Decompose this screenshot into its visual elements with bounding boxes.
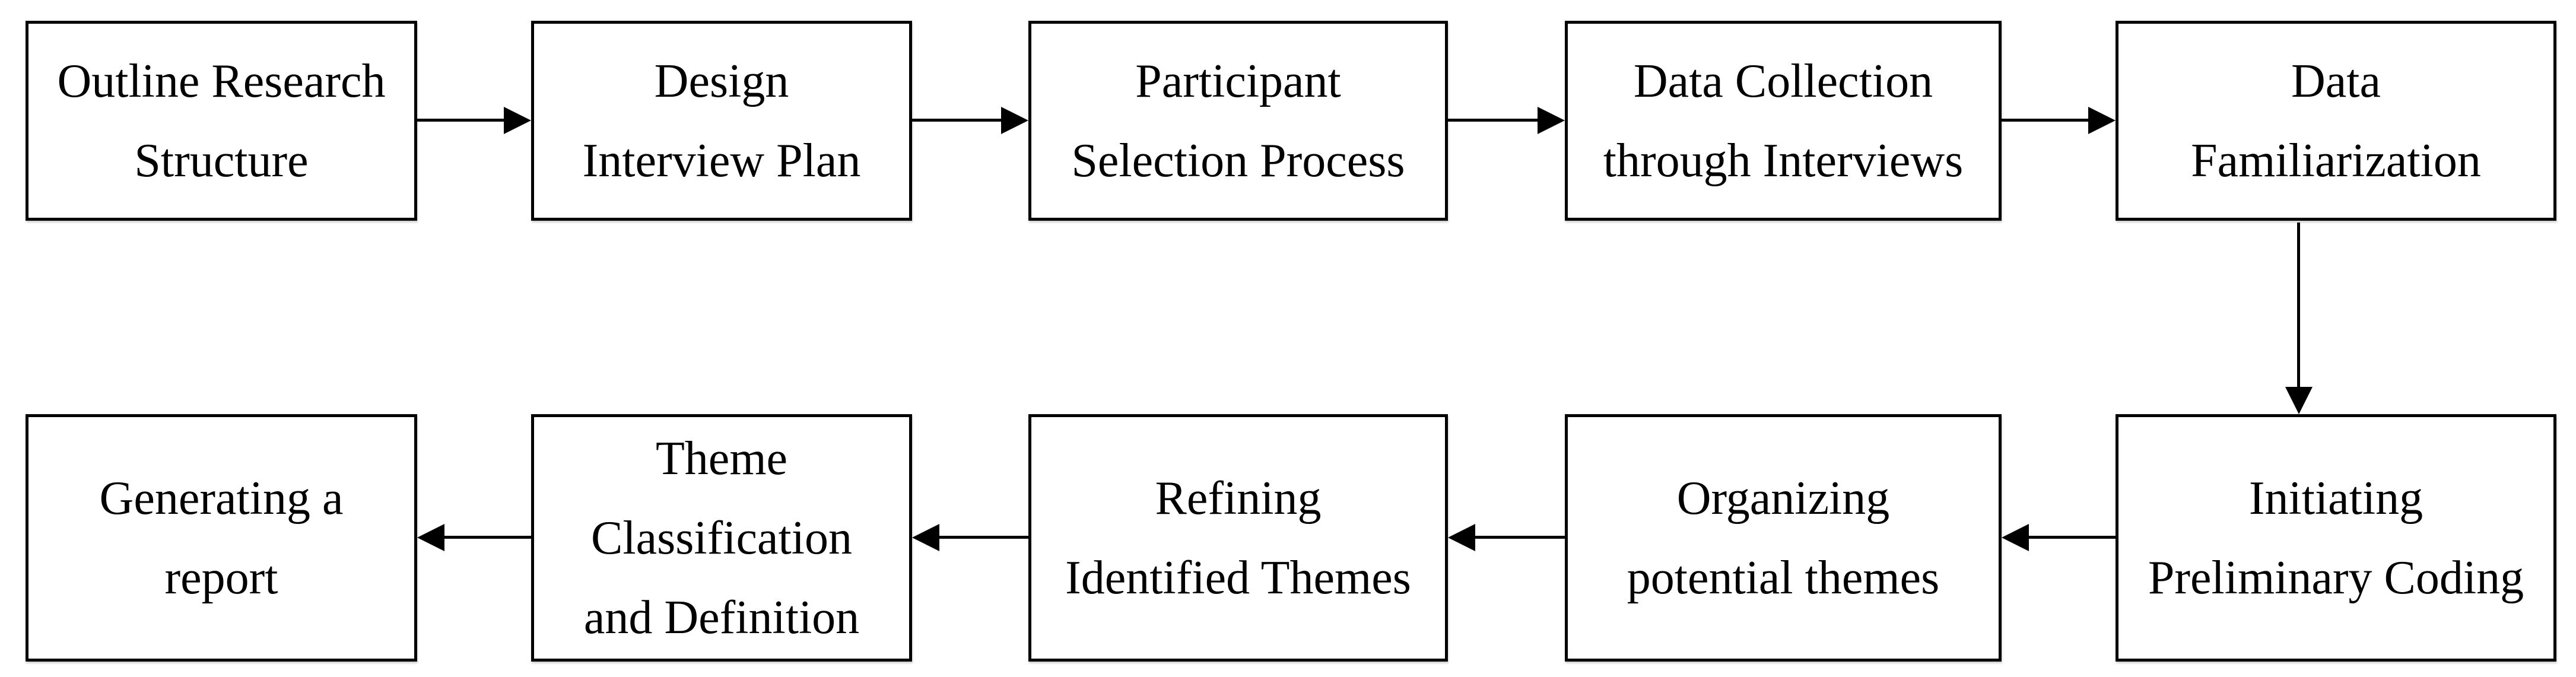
node-data-familiarization: Data Familiarization xyxy=(2116,21,2556,221)
arrow-shaft xyxy=(912,119,1004,122)
arrow-shaft xyxy=(1448,119,1540,122)
node-generating-a-report: Generating a report xyxy=(26,414,417,662)
node-theme-classification-and-definition: Theme Classification and Definition xyxy=(531,414,912,662)
arrow-familiarization-to-coding xyxy=(2285,223,2313,414)
arrowhead-right-icon xyxy=(1001,107,1028,134)
node-text-line: Data Collection xyxy=(1633,55,1933,107)
node-text-line: Generating a xyxy=(99,472,344,525)
arrow-shaft xyxy=(1472,536,1565,539)
node-participant-selection-process: Participant Selection Process xyxy=(1028,21,1448,221)
node-text-line: Interview Plan xyxy=(582,134,861,187)
node-text-line: Initiating xyxy=(2248,472,2423,525)
arrowhead-left-icon xyxy=(1448,524,1475,551)
node-outline-research-structure: Outline Research Structure xyxy=(26,21,417,221)
node-text-line: Refining xyxy=(1155,472,1322,525)
node-organizing-potential-themes: Organizing potential themes xyxy=(1565,414,2002,662)
node-text-line: Participant xyxy=(1135,55,1341,107)
arrow-design-to-participant xyxy=(912,107,1028,134)
node-design-interview-plan: Design Interview Plan xyxy=(531,21,912,221)
arrowhead-left-icon xyxy=(417,524,444,551)
arrowhead-left-icon xyxy=(912,524,939,551)
node-text-line: Identified Themes xyxy=(1065,551,1411,604)
node-text-line: Outline Research xyxy=(57,55,386,107)
node-text-line: Preliminary Coding xyxy=(2148,551,2524,604)
arrowhead-down-icon xyxy=(2285,387,2313,414)
node-text-line: Structure xyxy=(134,134,309,187)
node-text-line: potential themes xyxy=(1627,551,1940,604)
arrow-coding-to-organizing xyxy=(2002,524,2116,551)
arrow-shaft xyxy=(2002,119,2091,122)
arrow-classification-to-report xyxy=(417,524,531,551)
arrow-shaft xyxy=(2297,223,2300,390)
node-text-line: through Interviews xyxy=(1603,134,1964,187)
arrow-outline-to-design xyxy=(417,107,531,134)
node-text-line: Organizing xyxy=(1676,472,1890,525)
arrow-shaft xyxy=(2026,536,2116,539)
arrowhead-right-icon xyxy=(504,107,531,134)
arrowhead-right-icon xyxy=(1538,107,1565,134)
arrow-collection-to-familiarization xyxy=(2002,107,2116,134)
arrow-shaft xyxy=(417,119,507,122)
node-data-collection-through-interviews: Data Collection through Interviews xyxy=(1565,21,2002,221)
arrowhead-right-icon xyxy=(2088,107,2116,134)
arrow-shaft xyxy=(441,536,531,539)
node-text-line: Familiarization xyxy=(2191,134,2481,187)
node-text-line: Classification xyxy=(591,511,852,564)
node-text-line: and Definition xyxy=(583,591,860,644)
arrow-participant-to-collection xyxy=(1448,107,1565,134)
node-text-line: Theme xyxy=(655,432,788,485)
node-refining-identified-themes: Refining Identified Themes xyxy=(1028,414,1448,662)
arrow-shaft xyxy=(936,536,1028,539)
node-initiating-preliminary-coding: Initiating Preliminary Coding xyxy=(2116,414,2556,662)
node-text-line: Data xyxy=(2291,55,2381,107)
node-text-line: report xyxy=(164,551,278,604)
arrow-refining-to-classification xyxy=(912,524,1028,551)
arrow-organizing-to-refining xyxy=(1448,524,1565,551)
arrowhead-left-icon xyxy=(2002,524,2029,551)
node-text-line: Design xyxy=(654,55,789,107)
node-text-line: Selection Process xyxy=(1071,134,1405,187)
